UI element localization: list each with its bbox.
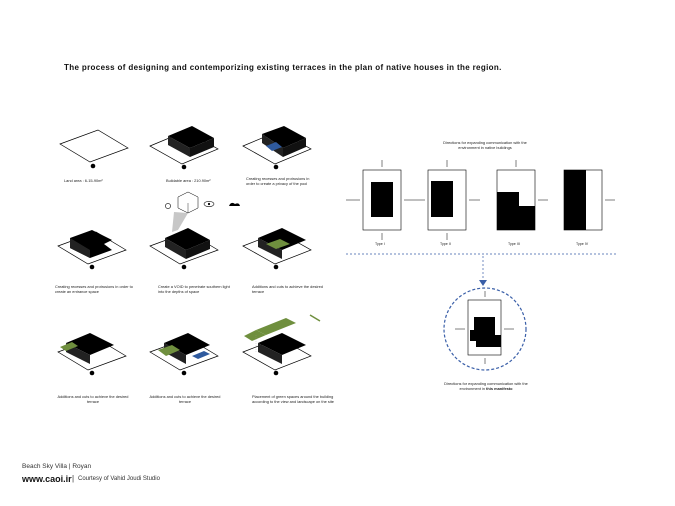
footer-separator: |	[72, 474, 75, 483]
step-7-terrace	[57, 333, 127, 376]
north-marker-icon	[181, 264, 187, 270]
step-4-entrance-space	[57, 230, 127, 270]
type-label: Type II	[440, 242, 451, 246]
manifesto-caption: Directions for expanding communication w…	[444, 381, 528, 391]
step-caption: Land area : 6-15-90m²	[64, 178, 103, 183]
step-caption: Creating recesses and protrusions in ord…	[246, 176, 310, 186]
north-marker-icon	[181, 164, 187, 170]
step-caption: Buildable area : 210.90m²	[166, 178, 211, 183]
step-5-void	[149, 228, 219, 270]
step-8-terrace	[149, 333, 219, 376]
step-caption: Creating recesses and protrusions in ord…	[55, 284, 133, 294]
context-icons	[165, 191, 240, 232]
page-title: The process of designing and contemporiz…	[64, 63, 502, 72]
type-4-plan	[563, 169, 615, 231]
north-marker-icon	[89, 370, 95, 376]
step-2-buildable-mass	[149, 126, 219, 170]
step-caption: Placement of green spaces around the bui…	[252, 394, 334, 404]
step-9-green-spaces	[242, 314, 321, 376]
step-1-land-plate	[59, 129, 129, 169]
north-marker-icon	[273, 164, 279, 170]
manifesto-plan	[443, 287, 527, 371]
sun-icon	[165, 203, 171, 209]
step-caption: Additions and cuts to achieve the desire…	[149, 394, 221, 404]
north-marker-icon	[273, 370, 279, 376]
north-marker-icon	[89, 264, 95, 270]
type-3-plan	[496, 160, 548, 231]
step-caption: Additions and cuts to achieve the desire…	[57, 394, 129, 404]
step-6-terrace	[242, 228, 312, 270]
north-marker-icon	[90, 163, 96, 169]
north-marker-icon	[181, 370, 187, 376]
type-label: Type IV	[576, 242, 589, 246]
types-header: Directions for expanding communication w…	[443, 140, 527, 150]
project-name: Beach Sky Villa | Royan	[22, 463, 92, 470]
type-1-plan	[346, 160, 418, 240]
step-caption: Create a VOID to penetrate southern ligh…	[158, 284, 230, 294]
type-2-plan	[418, 160, 480, 240]
credit-text: Courtesy of Vahid Joudi Studio	[78, 476, 160, 482]
cube-icon	[177, 191, 199, 214]
cloud-icon	[229, 202, 240, 206]
step-3-recess-pool	[242, 126, 312, 170]
type-label: Type III	[508, 242, 520, 246]
north-marker-icon	[273, 264, 279, 270]
down-arrow-icon	[479, 280, 487, 286]
eye-icon	[203, 201, 215, 207]
type-label: Type I	[375, 242, 385, 246]
step-caption: Additions and cuts to achieve the desire…	[252, 284, 323, 294]
site-link[interactable]: www.caoi.ir	[22, 474, 72, 484]
